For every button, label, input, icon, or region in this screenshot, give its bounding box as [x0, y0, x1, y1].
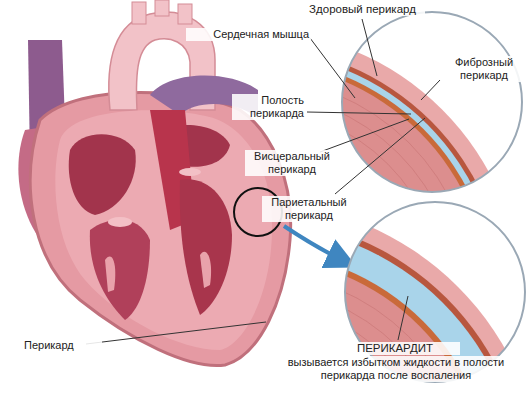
- part-label: Сердечная мышца: [186, 28, 311, 41]
- part-label: Перикард: [22, 339, 102, 352]
- part-label: Фиброзный перикард: [442, 56, 526, 82]
- heart: [18, 0, 290, 366]
- part-label: Полость перикарда: [232, 94, 306, 120]
- part-label: Париетальный перикард: [262, 196, 356, 222]
- note-heading: ПЕРИКАРДИТ: [330, 342, 460, 355]
- pericarditis-zoom: [0, 190, 530, 400]
- leader-lines: [86, 19, 440, 344]
- part-label: Здоровый перикард: [300, 3, 425, 16]
- note-text: вызывается избытком жидкости в полости п…: [268, 356, 524, 382]
- zoom-arrow: [284, 226, 350, 264]
- part-label: Висцеральный перикард: [245, 150, 339, 176]
